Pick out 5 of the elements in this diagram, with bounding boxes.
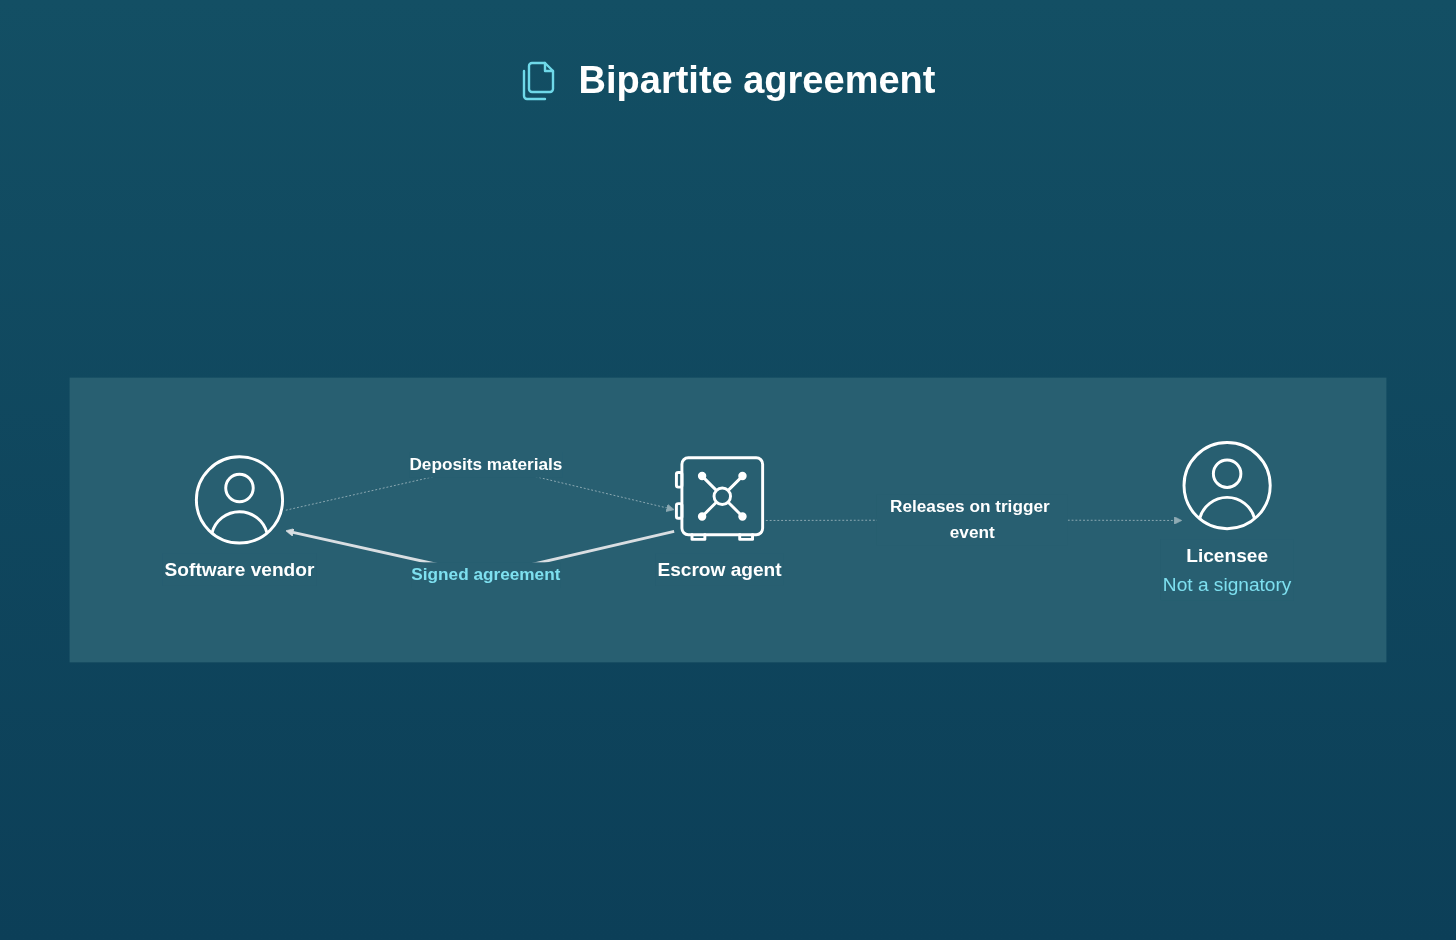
edge-label: Signed agreement — [411, 565, 561, 585]
edge-label: Releases on trigger event — [890, 497, 1050, 542]
diagram-title: Bipartite agreement — [578, 58, 936, 103]
edge-label: Deposits materials — [409, 454, 563, 474]
cluster — [69, 377, 1387, 663]
